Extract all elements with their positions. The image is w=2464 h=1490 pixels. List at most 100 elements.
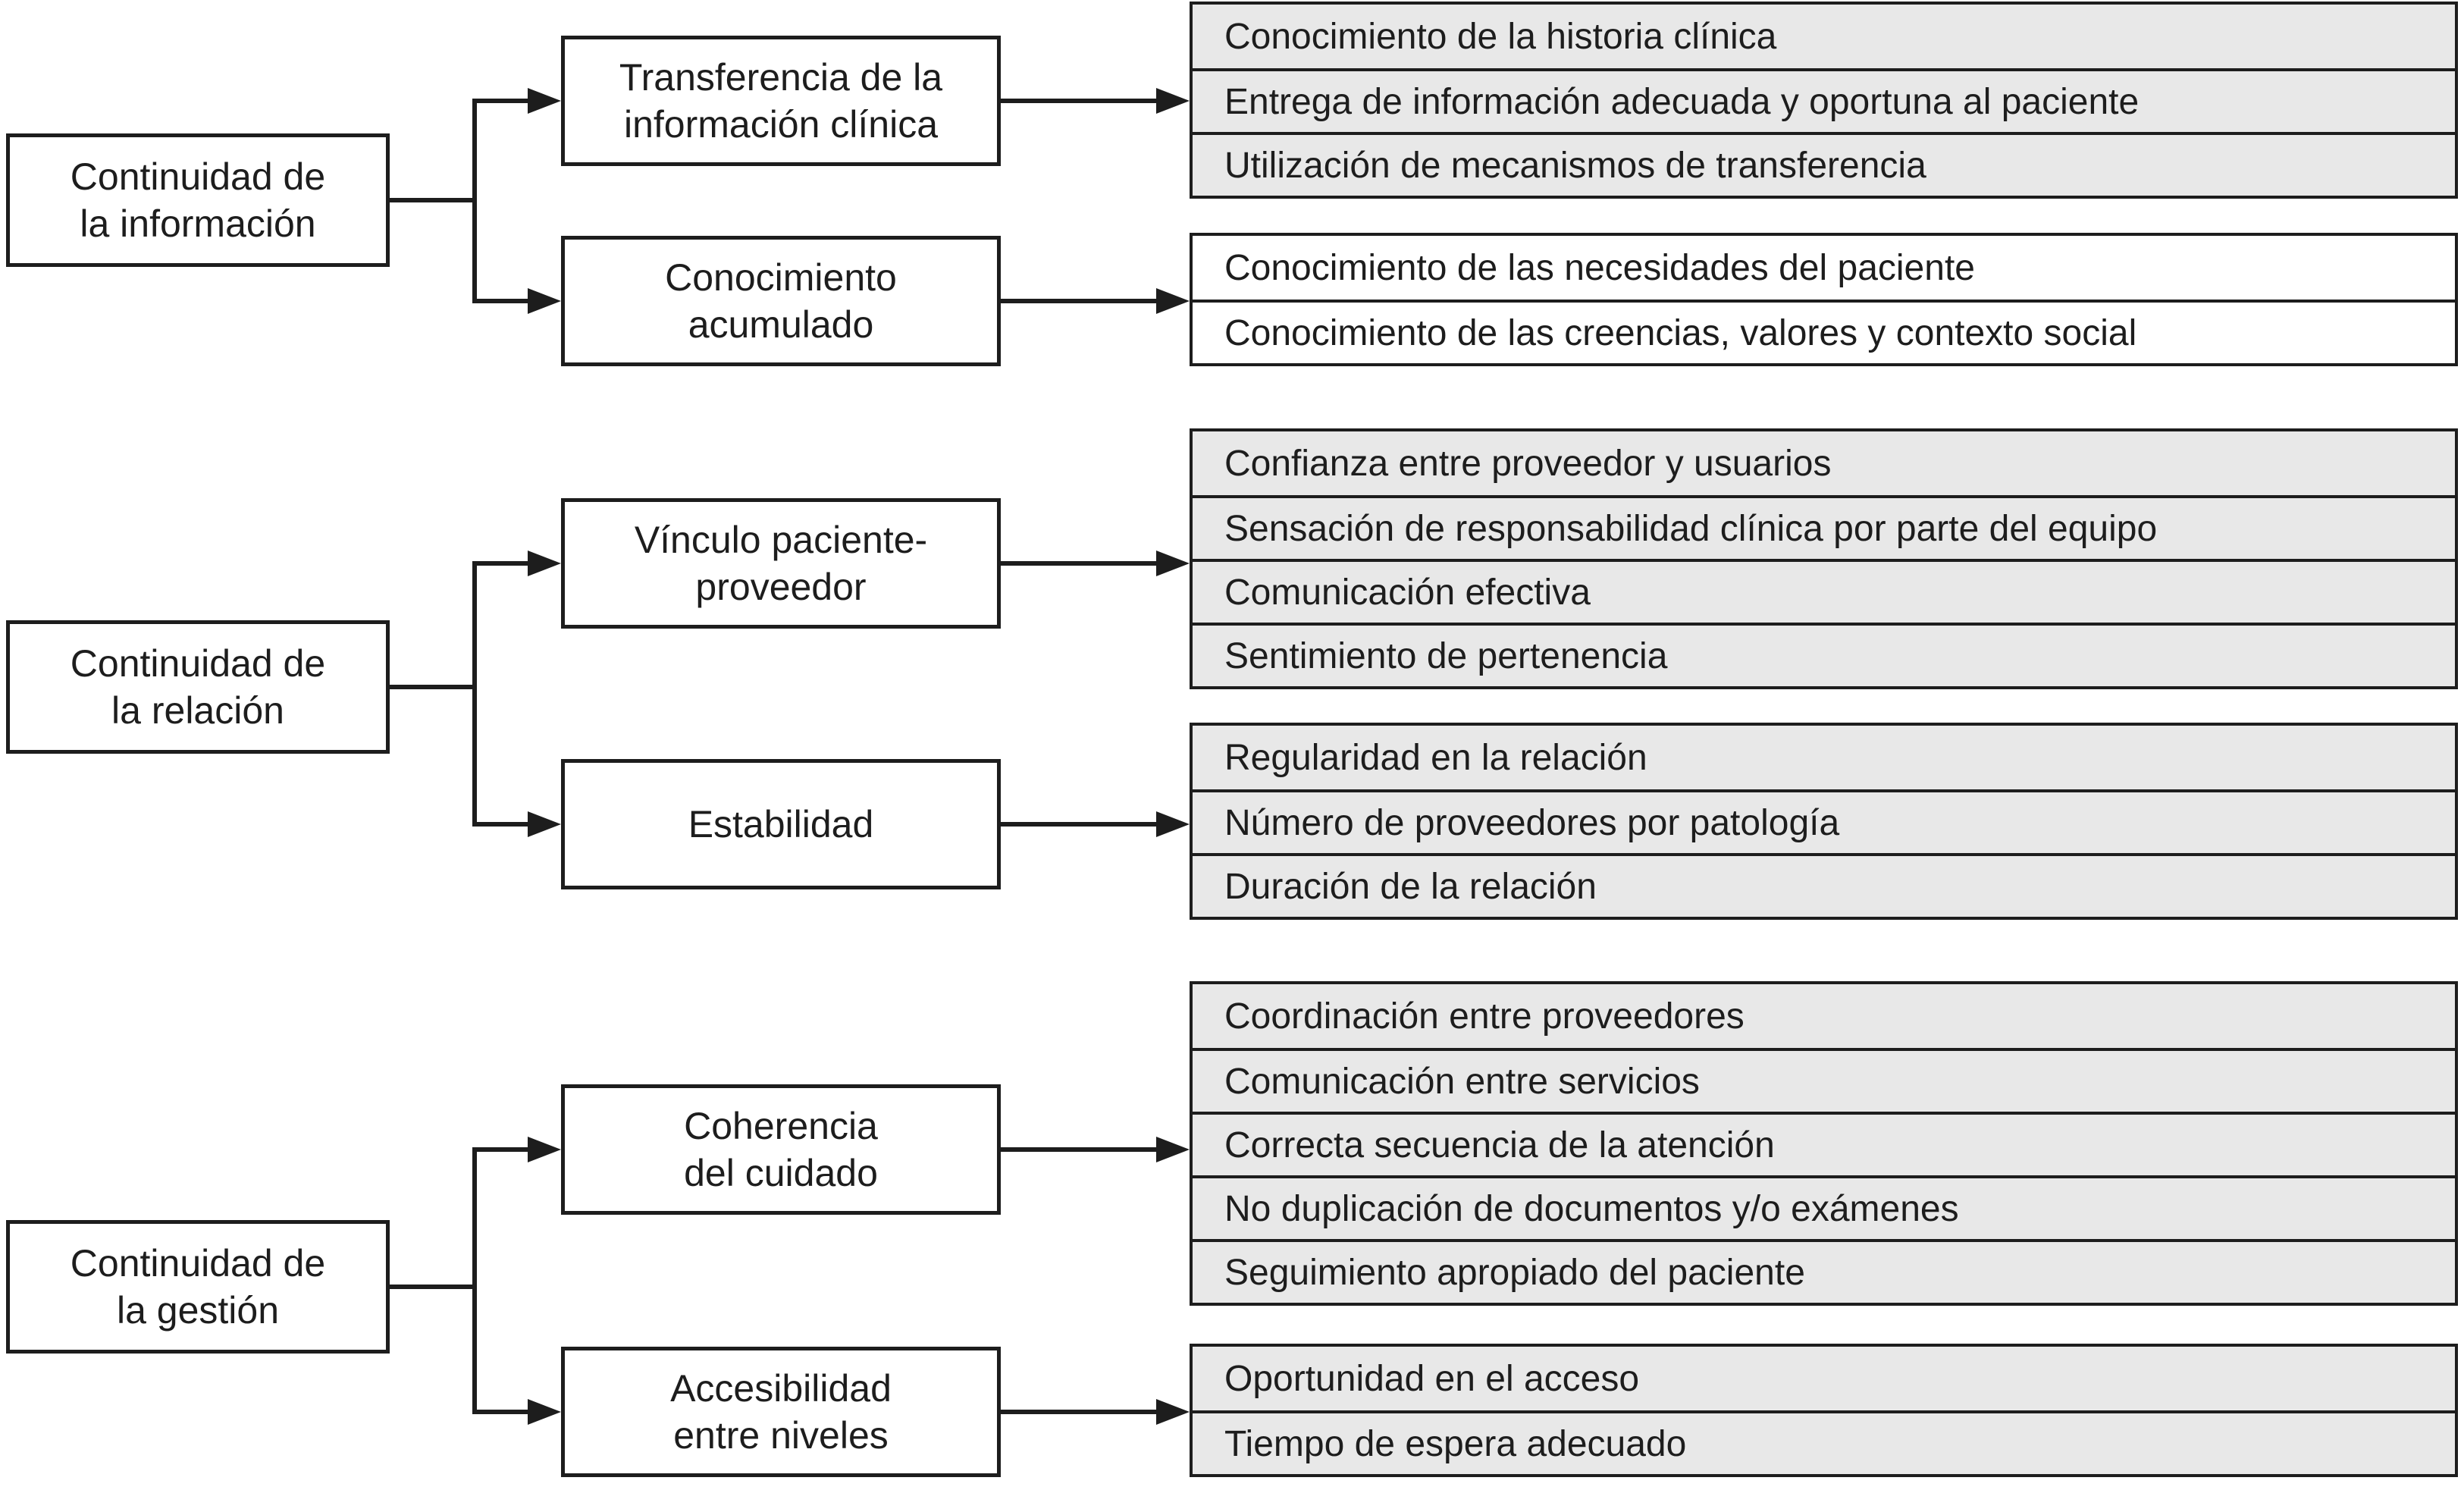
indicator-row: Utilización de mecanismos de transferenc… [1193, 132, 2455, 196]
row-label: Sensación de responsabilidad clínica por… [1224, 508, 2158, 549]
arrow-head [1156, 811, 1190, 837]
arrow-head [528, 1137, 561, 1162]
row-label: Coordinación entre proveedores [1224, 996, 1745, 1037]
indicator-group-transferencia: Conocimiento de la historia clínica Entr… [1190, 2, 2458, 199]
connector-v-line [472, 99, 477, 303]
connector-h-line [1001, 1147, 1157, 1152]
arrow-head [1156, 88, 1190, 114]
dimension-box-transferencia: Transferencia de la información clínica [561, 36, 1001, 166]
root-box-continuidad-relacion: Continuidad de la relación [6, 620, 390, 754]
dimension-box-coherencia: Coherencia del cuidado [561, 1084, 1001, 1215]
connector-h-line [390, 685, 477, 689]
row-label: Tiempo de espera adecuado [1224, 1423, 1687, 1464]
row-label: Seguimiento apropiado del paciente [1224, 1252, 1805, 1293]
indicator-row: Correcta secuencia de la atención [1193, 1112, 2455, 1175]
indicator-row: Sentimiento de pertenencia [1193, 623, 2455, 686]
box-label-line: del cuidado [684, 1152, 878, 1194]
box-label-line: Conocimiento [665, 256, 897, 299]
arrow-head [1156, 1399, 1190, 1425]
indicator-row: Confianza entre proveedor y usuarios [1193, 431, 2455, 495]
row-label: No duplicación de documentos y/o exámene… [1224, 1188, 1959, 1229]
box-label-line: proveedor [695, 566, 867, 608]
dimension-box-conocimiento-acumulado: Conocimiento acumulado [561, 236, 1001, 366]
indicator-row: Conocimiento de las creencias, valores y… [1193, 300, 2455, 363]
indicator-group-estabilidad: Regularidad en la relación Número de pro… [1190, 723, 2458, 920]
connector-h-line [390, 198, 477, 202]
arrow-head [528, 551, 561, 576]
row-label: Número de proveedores por patología [1224, 802, 1840, 843]
box-label-line: entre niveles [673, 1414, 889, 1457]
row-label: Comunicación entre servicios [1224, 1061, 1700, 1102]
indicator-row: Comunicación entre servicios [1193, 1048, 2455, 1112]
row-label: Confianza entre proveedor y usuarios [1224, 443, 1832, 484]
box-label-line: Accesibilidad [670, 1367, 892, 1410]
row-label: Utilización de mecanismos de transferenc… [1224, 145, 1926, 186]
indicator-group-coherencia: Coordinación entre proveedores Comunicac… [1190, 981, 2458, 1306]
arrow-head [528, 288, 561, 314]
indicator-row: Coordinación entre proveedores [1193, 984, 2455, 1048]
box-label-line: Estabilidad [688, 803, 874, 845]
connector-h-line [472, 822, 529, 827]
row-label: Regularidad en la relación [1224, 737, 1647, 778]
dimension-box-vinculo: Vínculo paciente- proveedor [561, 498, 1001, 629]
box-label-line: Continuidad de [70, 155, 326, 198]
row-label: Entrega de información adecuada y oportu… [1224, 81, 2140, 122]
connector-h-line [472, 1410, 529, 1414]
indicator-row: No duplicación de documentos y/o exámene… [1193, 1175, 2455, 1239]
connector-h-line [390, 1285, 477, 1289]
row-label: Comunicación efectiva [1224, 572, 1591, 613]
arrow-head [1156, 1137, 1190, 1162]
connector-h-line [1001, 822, 1157, 827]
arrow-head [1156, 288, 1190, 314]
connector-h-line [472, 299, 529, 303]
indicator-row: Número de proveedores por patología [1193, 789, 2455, 853]
indicator-row: Oportunidad en el acceso [1193, 1347, 2455, 1410]
indicator-row: Tiempo de espera adecuado [1193, 1410, 2455, 1474]
arrow-head [528, 811, 561, 837]
root-box-continuidad-informacion: Continuidad de la información [6, 133, 390, 267]
indicator-group-vinculo: Confianza entre proveedor y usuarios Sen… [1190, 428, 2458, 689]
connector-h-line [472, 561, 529, 566]
root-box-continuidad-gestion: Continuidad de la gestión [6, 1220, 390, 1354]
indicator-row: Duración de la relación [1193, 853, 2455, 917]
arrow-head [528, 1399, 561, 1425]
box-label-line: la gestión [116, 1289, 280, 1332]
indicator-row: Comunicación efectiva [1193, 559, 2455, 623]
connector-h-line [472, 1147, 529, 1152]
box-label-line: acumulado [688, 303, 874, 346]
indicator-group-conocimiento-acumulado: Conocimiento de las necesidades del paci… [1190, 233, 2458, 366]
row-label: Sentimiento de pertenencia [1224, 635, 1668, 676]
box-label-line: la relación [111, 689, 284, 732]
box-label-line: Transferencia de la [619, 56, 943, 99]
row-label: Duración de la relación [1224, 866, 1597, 907]
indicator-row: Entrega de información adecuada y oportu… [1193, 68, 2455, 132]
indicator-row: Conocimiento de las necesidades del paci… [1193, 236, 2455, 300]
indicator-row: Seguimiento apropiado del paciente [1193, 1239, 2455, 1303]
arrow-head [528, 88, 561, 114]
box-label-line: la información [80, 202, 316, 245]
box-label-line: Coherencia [684, 1105, 878, 1147]
box-label-line: información clínica [623, 103, 939, 146]
row-label: Oportunidad en el acceso [1224, 1358, 1640, 1399]
row-label: Conocimiento de las necesidades del paci… [1224, 247, 1975, 288]
connector-h-line [1001, 299, 1157, 303]
box-label-line: Continuidad de [70, 1242, 326, 1285]
indicator-row: Sensación de responsabilidad clínica por… [1193, 495, 2455, 559]
box-label-line: Vínculo paciente- [634, 519, 928, 561]
dimension-box-accesibilidad: Accesibilidad entre niveles [561, 1347, 1001, 1477]
indicator-group-accesibilidad: Oportunidad en el acceso Tiempo de esper… [1190, 1344, 2458, 1477]
arrow-head [1156, 551, 1190, 576]
connector-v-line [472, 561, 477, 827]
row-label: Conocimiento de las creencias, valores y… [1224, 312, 2137, 353]
row-label: Conocimiento de la historia clínica [1224, 16, 1777, 57]
connector-h-line [1001, 561, 1157, 566]
row-label: Correcta secuencia de la atención [1224, 1125, 1775, 1165]
box-label-line: Continuidad de [70, 642, 326, 685]
indicator-row: Regularidad en la relación [1193, 726, 2455, 789]
connector-h-line [1001, 1410, 1157, 1414]
connector-v-line [472, 1147, 477, 1414]
connector-h-line [1001, 99, 1157, 103]
indicator-row: Conocimiento de la historia clínica [1193, 5, 2455, 68]
dimension-box-estabilidad: Estabilidad [561, 759, 1001, 889]
